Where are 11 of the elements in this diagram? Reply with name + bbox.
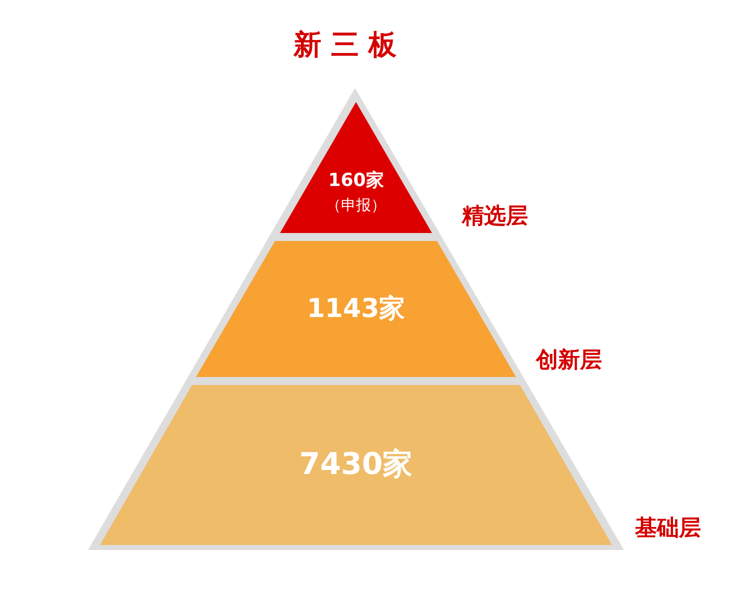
layer-label: 基础层 (635, 515, 701, 543)
layer-label: 创新层 (536, 347, 602, 375)
layer-count: 7430家 (299, 446, 413, 484)
pyramid-layer (280, 102, 432, 233)
title: 新 三 板 (292, 27, 398, 63)
layer-label: 精选层 (462, 203, 528, 231)
pyramid-layer (196, 241, 516, 377)
layer-note: （申报） (326, 196, 386, 216)
pyramid-layer (100, 385, 612, 545)
layer-count: 160家 (328, 170, 384, 192)
layer-count: 1143家 (306, 292, 406, 326)
